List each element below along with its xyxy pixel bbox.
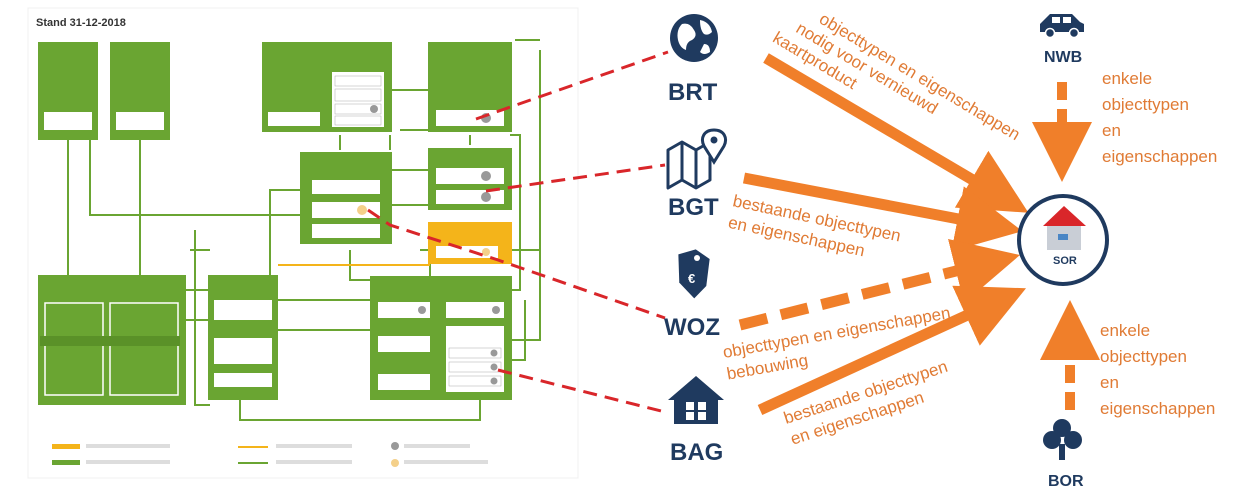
sor-label: SOR bbox=[1053, 255, 1077, 267]
source-bgt: BGT bbox=[666, 128, 728, 221]
annotation-bag: bestaande objecttypen en eigenschappen bbox=[781, 357, 950, 449]
box-registratie-gebouwen-adressen bbox=[370, 276, 512, 400]
tree-icon bbox=[1043, 419, 1082, 460]
box-handelsregister bbox=[208, 275, 278, 400]
bor-annotation-3: en bbox=[1100, 373, 1119, 392]
box-registratie-ondergrond bbox=[38, 42, 98, 140]
diagram-title: Stand 31-12-2018 bbox=[36, 17, 126, 29]
box-registratie-ondergrond-yellow bbox=[428, 222, 512, 264]
source-bor: BOR bbox=[1043, 419, 1084, 490]
map-pin-icon bbox=[666, 128, 728, 190]
box-registratie-topografie bbox=[428, 42, 512, 132]
box-registratie-personen bbox=[38, 275, 186, 405]
target-sor: SOR bbox=[1017, 194, 1109, 286]
orange-arrows bbox=[738, 53, 1100, 416]
box-registratie-inkomen bbox=[110, 42, 170, 140]
box-registratie-kadaster bbox=[262, 42, 392, 132]
connector-lines bbox=[67, 39, 541, 421]
globe-icon bbox=[670, 14, 718, 62]
arrow-bag-sor bbox=[757, 285, 1027, 416]
building-icon bbox=[1043, 206, 1086, 250]
arrow-bgt-sor bbox=[742, 172, 1023, 252]
source-woz: € WOZ bbox=[664, 249, 720, 341]
annotation-nwb: enkele objecttypen en eigenschappen bbox=[1102, 69, 1217, 166]
annotation-bor: enkele objecttypen en eigenschappen bbox=[1100, 321, 1215, 418]
svg-text:€: € bbox=[688, 271, 695, 286]
box-registratie-grootschalige-topografie bbox=[428, 148, 512, 210]
car-icon bbox=[1040, 14, 1084, 39]
house-icon bbox=[668, 376, 724, 424]
source-nwb: NWB bbox=[1040, 14, 1084, 66]
annotation-brt: objecttypen en eigenschappen nodig voor … bbox=[770, 9, 1024, 144]
brt-label: BRT bbox=[668, 79, 718, 106]
source-brt: BRT bbox=[668, 14, 718, 106]
bor-label: BOR bbox=[1048, 473, 1084, 490]
source-bag: BAG bbox=[668, 376, 724, 466]
nwb-annotation-4: eigenschappen bbox=[1102, 147, 1217, 166]
bor-annotation-2: objecttypen bbox=[1100, 347, 1187, 366]
price-tag-icon: € bbox=[678, 249, 710, 299]
nwb-label: NWB bbox=[1044, 49, 1082, 66]
bor-annotation-4: eigenschappen bbox=[1100, 399, 1215, 418]
nwb-annotation-1: enkele bbox=[1102, 69, 1152, 88]
box-registratie-waarde bbox=[300, 152, 392, 244]
nwb-annotation-3: en bbox=[1102, 121, 1121, 140]
bor-annotation-1: enkele bbox=[1100, 321, 1150, 340]
bag-label: BAG bbox=[670, 439, 723, 466]
left-diagram: Stand 31-12-2018 bbox=[27, 7, 579, 479]
legend bbox=[36, 428, 566, 472]
woz-label: WOZ bbox=[664, 314, 720, 341]
nwb-annotation-2: objecttypen bbox=[1102, 95, 1189, 114]
red-dashed-links bbox=[367, 50, 669, 414]
arrow-woz-sor bbox=[738, 238, 1021, 331]
arrow-brt-sor bbox=[763, 53, 1029, 213]
bgt-label: BGT bbox=[668, 194, 719, 221]
